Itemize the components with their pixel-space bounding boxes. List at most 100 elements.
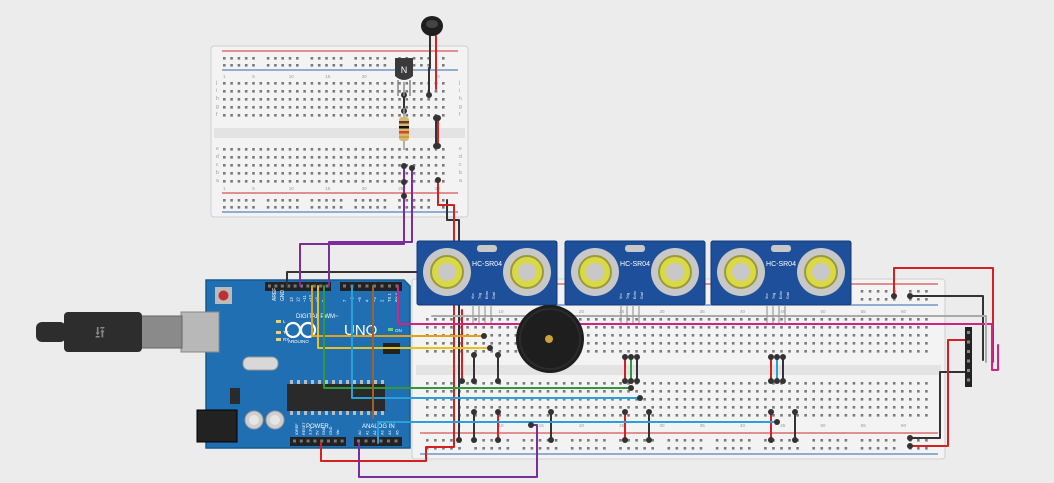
wire-endpoint[interactable] [471,352,477,358]
breadboard-hole[interactable] [788,447,791,450]
breadboard-hole[interactable] [398,206,401,209]
wire-endpoint[interactable] [495,437,501,443]
breadboard-hole[interactable] [354,164,357,167]
breadboard-hole[interactable] [667,414,671,417]
breadboard-hole[interactable] [828,318,832,321]
wire-yellow[interactable] [317,285,491,349]
breadboard-hole[interactable] [369,98,372,101]
breadboard-hole[interactable] [361,164,365,167]
breadboard-hole[interactable] [635,390,638,393]
breadboard-hole[interactable] [731,318,735,321]
breadboard-hole[interactable] [699,342,703,345]
breadboard-hole[interactable] [347,148,350,151]
breadboard-hole[interactable] [675,334,679,337]
breadboard-hole[interactable] [707,342,711,345]
breadboard-hole[interactable] [354,180,357,183]
breadboard-hole[interactable] [252,199,255,202]
breadboard-hole[interactable] [619,334,622,337]
breadboard-hole[interactable] [820,447,824,450]
breadboard-hole[interactable] [325,64,328,67]
breadboard-hole[interactable] [434,326,437,329]
header-pin[interactable] [373,284,376,288]
breadboard-hole[interactable] [303,156,306,159]
breadboard-hole[interactable] [699,318,703,321]
breadboard-hole[interactable] [398,148,401,151]
wire-endpoint[interactable] [548,409,554,415]
breadboard-hole[interactable] [266,106,270,109]
breadboard-hole[interactable] [244,206,248,209]
breadboard-hole[interactable] [530,414,534,417]
breadboard-hole[interactable] [376,57,379,60]
breadboard-hole[interactable] [274,98,277,101]
breadboard-hole[interactable] [925,398,928,401]
wire-endpoint[interactable] [768,354,774,360]
breadboard-hole[interactable] [420,114,423,117]
header-pin[interactable] [299,439,303,443]
breadboard-hole[interactable] [627,326,630,329]
breadboard-hole[interactable] [506,447,510,450]
breadboard-hole[interactable] [354,206,357,209]
breadboard-hole[interactable] [354,82,357,85]
breadboard-hole[interactable] [482,439,485,442]
breadboard-hole[interactable] [310,98,314,101]
breadboard-hole[interactable] [868,342,872,345]
breadboard-hole[interactable] [237,64,241,67]
breadboard-hole[interactable] [595,318,598,321]
breadboard-hole[interactable] [498,350,502,353]
breadboard-hole[interactable] [466,326,469,329]
breadboard-hole[interactable] [310,156,314,159]
breadboard-hole[interactable] [764,414,767,417]
breadboard-hole[interactable] [772,398,775,401]
header-pin[interactable] [967,350,970,353]
breadboard-hole[interactable] [223,164,226,167]
header-pin[interactable] [320,439,324,443]
breadboard-hole[interactable] [756,382,759,385]
wire-endpoint[interactable] [891,293,897,299]
breadboard-hole[interactable] [635,398,638,401]
breadboard-hole[interactable] [405,114,409,117]
breadboard-hole[interactable] [635,447,638,450]
breadboard-hole[interactable] [490,318,493,321]
breadboard-hole[interactable] [288,199,292,202]
breadboard-hole[interactable] [764,390,767,393]
breadboard-hole[interactable] [748,342,751,345]
breadboard-hole[interactable] [748,318,751,321]
breadboard-hole[interactable] [739,447,743,450]
breadboard-hole[interactable] [361,106,365,109]
breadboard-hole[interactable] [281,164,284,167]
breadboard-hole[interactable] [347,164,350,167]
breadboard-hole[interactable] [587,439,590,442]
breadboard-hole[interactable] [595,342,598,345]
breadboard-hole[interactable] [296,148,299,151]
breadboard-hole[interactable] [828,390,832,393]
wire-endpoint[interactable] [622,354,628,360]
breadboard-hole[interactable] [405,156,409,159]
breadboard-hole[interactable] [506,398,510,401]
breadboard-hole[interactable] [659,414,663,417]
breadboard-hole[interactable] [325,57,328,60]
breadboard-hole[interactable] [281,172,284,175]
breadboard-hole[interactable] [427,64,430,67]
breadboard-hole[interactable] [764,334,767,337]
breadboard-hole[interactable] [223,206,226,209]
breadboard-hole[interactable] [659,382,663,385]
breadboard-hole[interactable] [259,180,263,183]
breadboard-hole[interactable] [369,64,372,67]
wire-endpoint[interactable] [780,354,786,360]
breadboard-hole[interactable] [731,390,735,393]
wire-endpoint[interactable] [628,354,634,360]
wire-endpoint[interactable] [622,409,628,415]
breadboard-hole[interactable] [876,326,880,329]
breadboard-hole[interactable] [376,98,379,101]
breadboard-hole[interactable] [390,156,394,159]
breadboard-hole[interactable] [466,382,469,385]
breadboard-hole[interactable] [383,199,387,202]
breadboard-hole[interactable] [925,390,928,393]
breadboard-hole[interactable] [651,350,654,353]
breadboard-hole[interactable] [317,114,321,117]
breadboard-hole[interactable] [619,406,622,409]
breadboard-hole[interactable] [498,318,502,321]
header-pin[interactable] [394,439,398,443]
breadboard-hole[interactable] [667,398,671,401]
breadboard-hole[interactable] [420,64,423,67]
